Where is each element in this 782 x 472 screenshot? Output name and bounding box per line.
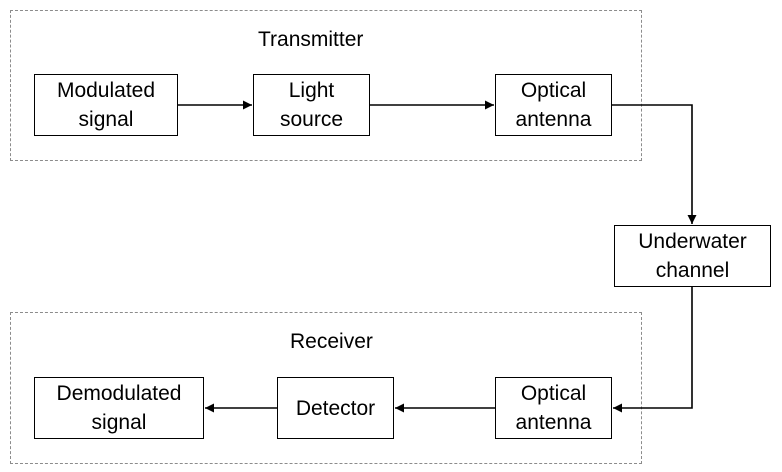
detector-box: Detector (277, 377, 394, 439)
tx-optical-antenna-line-1: Optical (520, 79, 587, 102)
arrow-optical-antenna-to-underwater-channel (612, 104, 697, 224)
receiver-title: Receiver (290, 330, 373, 353)
underwater-channel-line-2: channel (655, 259, 730, 282)
underwater-channel-line-1: Underwater (638, 230, 747, 253)
tx-optical-antenna-box: Optical antenna (495, 74, 612, 136)
detector-line-1: Detector (295, 396, 376, 420)
modulated-signal-line-1: Modulated (56, 79, 156, 102)
rx-optical-antenna-line-2: antenna (515, 411, 592, 434)
modulated-signal-box: Modulated signal (34, 74, 178, 136)
light-source-box: Light source (253, 74, 370, 136)
modulated-signal-line-2: signal (78, 108, 134, 131)
transmitter-group (10, 10, 642, 161)
underwater-channel-box: Underwater channel (614, 225, 771, 287)
light-source-line-2: source (279, 108, 344, 131)
arrow-underwater-channel-to-optical-antenna (613, 287, 693, 413)
rx-optical-antenna-box: Optical antenna (495, 377, 612, 439)
light-source-line-1: Light (288, 79, 335, 102)
transmitter-title: Transmitter (258, 28, 364, 51)
receiver-group (10, 312, 642, 464)
demodulated-signal-line-2: signal (91, 411, 147, 434)
rx-optical-antenna-line-1: Optical (520, 382, 587, 405)
demodulated-signal-line-1: Demodulated (56, 382, 182, 405)
demodulated-signal-box: Demodulated signal (34, 377, 204, 439)
tx-optical-antenna-line-2: antenna (515, 108, 592, 131)
